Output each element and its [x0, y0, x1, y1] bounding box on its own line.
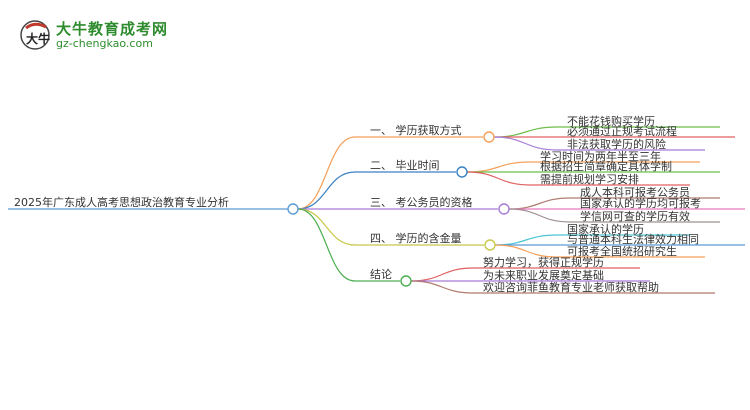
branch-node-circle	[483, 131, 495, 143]
leaf-label: 与普通本科生法律效力相同	[567, 232, 699, 246]
leaf-label: 不能花钱购买学历	[567, 114, 655, 128]
root-label: 2025年广东成人高考思想政治教育专业分析	[14, 195, 229, 209]
leaf-connector	[410, 280, 474, 294]
branch-label: 四、 学历的含金量	[370, 231, 462, 245]
leaf-label: 学习时间为两年半至三年	[540, 149, 661, 163]
leaf-connector	[508, 208, 571, 223]
leaf-connector	[494, 244, 558, 258]
leaf-label: 根据招生简章确定具体学制	[540, 159, 672, 173]
branch-node-circle	[484, 239, 496, 251]
leaf-connector	[508, 197, 571, 210]
svg-text:大牛: 大牛	[26, 31, 50, 46]
branch-node-circle	[400, 275, 412, 287]
leaf-label: 非法获取学历的风险	[567, 137, 666, 151]
branch-label: 结论	[370, 267, 392, 281]
branch-connector	[297, 171, 356, 210]
leaf-label: 必须通过正规考试流程	[567, 124, 677, 138]
leaf-label: 可报考全国统招研究生	[567, 244, 677, 258]
leaf-connector	[493, 136, 558, 151]
leaf-label: 需提前规划学习安排	[540, 172, 639, 186]
leaf-label: 欢迎咨询菲鱼教育专业老师获取帮助	[483, 280, 659, 294]
logo-url: gz-chengkao.com	[56, 37, 153, 50]
leaf-connector	[466, 161, 531, 173]
branch-connector	[297, 208, 356, 282]
leaf-label: 国家承认的学历	[567, 222, 644, 236]
leaf-label: 国家承认的学历均可报考	[580, 196, 701, 210]
leaf-label: 学信网可查的学历有效	[580, 209, 690, 223]
branch-node-circle	[498, 203, 510, 215]
root-node-circle	[287, 203, 299, 215]
logo-mark-icon: 大牛	[20, 20, 50, 50]
logo: 大牛 大牛教育成考网 gz-chengkao.com	[18, 18, 188, 52]
branch-label: 一、 学历获取方式	[370, 123, 462, 137]
logo-title: 大牛教育成考网	[56, 20, 169, 38]
leaf-connector	[494, 234, 558, 246]
branch-connector	[297, 208, 356, 246]
branch-node-circle	[456, 166, 468, 178]
leaf-label: 为未来职业发展奠定基础	[483, 268, 604, 282]
leaf-label: 努力学习，获得正规学历	[483, 255, 604, 269]
leaf-label: 成人本科可报考公务员	[580, 185, 690, 199]
branch-label: 三、 考公务员的资格	[370, 195, 473, 209]
leaf-connector	[466, 171, 531, 186]
leaf-connector	[410, 267, 474, 282]
branch-label: 二、 毕业时间	[370, 159, 440, 172]
branch-connector	[297, 136, 356, 210]
leaf-connector	[493, 126, 558, 138]
